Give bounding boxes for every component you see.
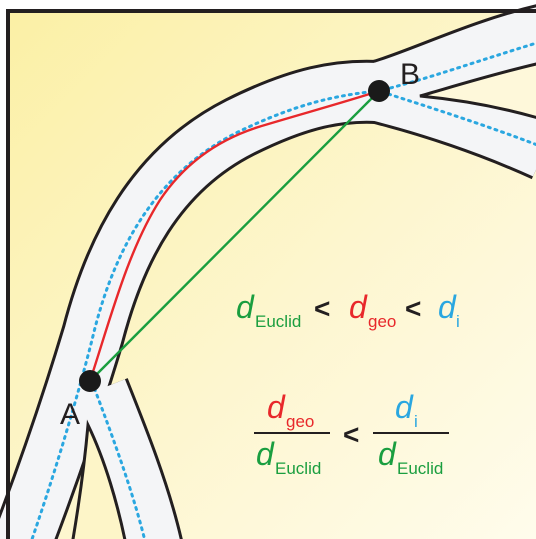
background-panel [8,11,536,539]
d-geo-symbol: d [349,289,368,325]
di-path-main [30,41,536,539]
di-path-right-branch [380,90,536,147]
road-network [0,4,536,539]
ratio-left-den-sub: Euclid [275,459,321,478]
deuclid-line [89,90,380,382]
dgeo-path [88,89,380,382]
point-a [79,370,101,392]
frame-border [6,9,536,539]
d-i-subscript: i [456,312,460,331]
inequality-formula: d Euclid < d geo < d i [236,289,460,331]
road-gap-right [419,62,536,119]
ratio-left-num-d: d [267,389,286,425]
ratio-right-den-sub: Euclid [397,459,443,478]
inequality-lt-2: < [405,293,421,324]
road-branch [71,379,180,539]
inequality-lt-1: < [314,293,330,324]
ratio-right-den-d: d [378,436,397,472]
ratio-formula: d geo d Euclid < d i d Euclid [254,389,449,478]
ratio-right-num-d: d [395,389,414,425]
d-i-symbol: d [438,289,457,325]
ratio-left-den-d: d [256,436,275,472]
point-a-label: A [60,398,80,431]
d-euclid-subscript: Euclid [255,312,301,331]
ratio-left-num-sub: geo [286,412,314,431]
ratio-right-num-sub: i [414,412,418,431]
di-path-lower-branch [90,380,147,539]
point-b [368,80,390,102]
d-euclid-symbol: d [236,289,255,325]
point-b-label: B [400,58,420,91]
di-path [30,41,536,539]
d-geo-subscript: geo [368,312,396,331]
ratio-lt: < [343,419,359,450]
road-gap-lower [71,419,127,539]
